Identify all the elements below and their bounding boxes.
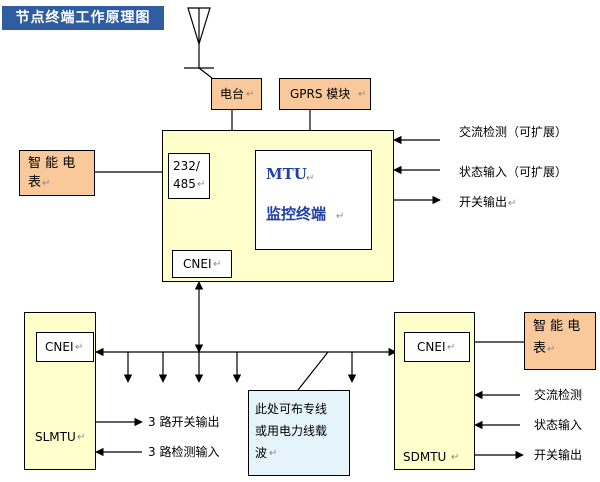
smart-meter-left-line1: 智 能 电 [28,156,76,171]
gprs-label: GPRS 模块 [290,87,351,101]
mtu-core-box: MTU↵ 监控终端↵ [255,150,372,250]
switch-out-sd-label: 开关输出 [534,448,583,462]
mtu-cnei-box: CNEI↵ [172,250,232,278]
radio-box: 电台↵ [211,78,262,110]
smart-meter-left-line2: 表 [28,175,42,190]
monitor-terminal-label: 监控终端 [266,205,327,223]
sdmtu-cnei-box: CNEI↵ [404,332,470,362]
diagram-title: 节点终端工作原理图 [2,6,164,30]
rs232-485-port-box: 232/ 485↵ [168,153,210,199]
status-in-ext-label: 状态输入（可扩展） [459,165,568,179]
switch-out-mtu-label: 开关输出 [459,195,508,209]
sdmtu-cnei-label: CNEI [417,340,446,354]
ac-detect-label: 交流检测 [534,388,583,402]
bus-note-box: 此处可布专线 或用电力线载 波↵ [248,390,350,476]
bus-note-line1: 此处可布专线 [255,402,328,416]
status-in-label: 状态输入 [534,418,583,432]
smart-meter-left-box: 智 能 电 表↵ [19,150,95,196]
bus-note-line3: 波 [255,446,268,460]
port-232-label: 232/ [173,159,200,173]
gprs-module-box: GPRS 模块↵ [279,78,371,110]
note-leader [297,351,329,391]
port-485-label: 485 [173,177,196,191]
mtu-label: MTU [266,165,307,183]
slmtu-label: SLMTU [35,430,76,444]
bus-note-line2: 或用电力线载 [255,424,328,438]
smart-meter-right-box: 智 能 电 表↵ [524,312,596,370]
ac-detect-ext-label: 交流检测（可扩展） [459,125,568,139]
sl-switch-out-label: 3 路开关输出 [148,415,220,429]
slmtu-cnei-box: CNEI↵ [36,332,94,362]
sl-detect-in-label: 3 路检测输入 [148,445,220,459]
mtu-cnei-label: CNEI [183,257,212,271]
smart-meter-right-line1: 智 能 电 [533,319,581,334]
radio-label: 电台 [220,87,245,101]
smart-meter-right-line2: 表 [533,341,547,356]
slmtu-cnei-label: CNEI [45,340,74,354]
sdmtu-label: SDMTU [403,450,447,464]
